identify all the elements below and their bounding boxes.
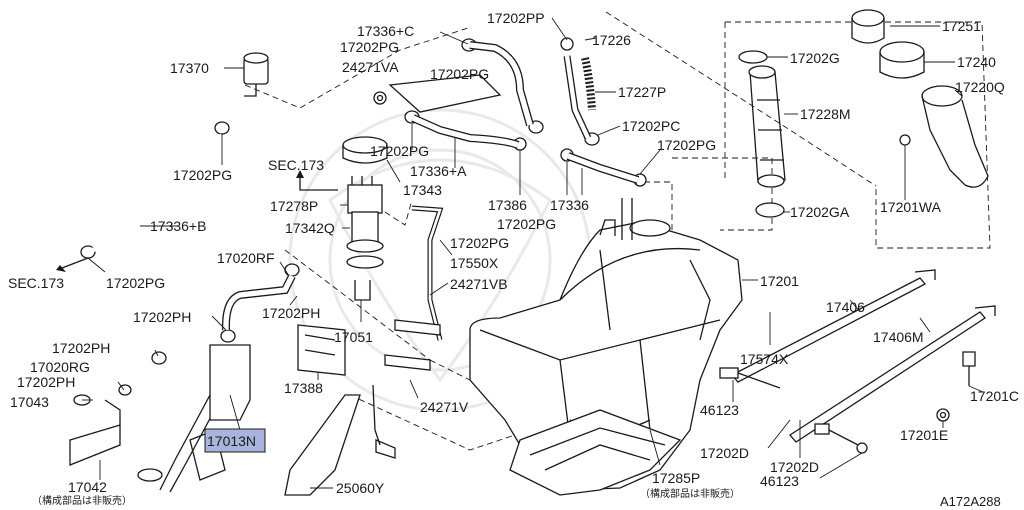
label-17336A[interactable]: 17336+A xyxy=(410,163,467,179)
label-17202PH-c[interactable]: 17202PH xyxy=(52,340,110,356)
fuel-gauge-sender xyxy=(69,344,251,482)
fuel-filter-17370 xyxy=(243,52,269,97)
label-25060Y[interactable]: 25060Y xyxy=(336,480,385,496)
label-17343[interactable]: 17343 xyxy=(403,182,442,198)
label-17202PG-a[interactable]: 17202PG xyxy=(340,39,399,55)
highlight-box xyxy=(204,428,266,453)
label-17574X[interactable]: 17574X xyxy=(740,351,789,367)
label-17202PH-d[interactable]: 17202PH xyxy=(17,374,75,390)
label-17201[interactable]: 17201 xyxy=(760,273,799,289)
label-17336[interactable]: 17336 xyxy=(550,197,589,213)
tank-protector-17285P xyxy=(509,409,682,496)
label-17226[interactable]: 17226 xyxy=(592,32,631,48)
label-17251[interactable]: 17251 xyxy=(942,18,981,34)
section-arrows xyxy=(56,170,338,272)
label-17201E[interactable]: 17201E xyxy=(900,427,948,443)
diagram-reference-code: A172A288 xyxy=(940,494,1001,509)
note-not-sold-separately-b: （構成部品は非販売） xyxy=(640,487,740,500)
label-17043[interactable]: 17043 xyxy=(10,394,49,410)
label-17013N[interactable]: 17013N xyxy=(207,433,256,449)
label-17550X[interactable]: 17550X xyxy=(450,255,499,271)
label-24271VA[interactable]: 24271VA xyxy=(342,59,399,75)
label-17020RG[interactable]: 17020RG xyxy=(30,359,90,375)
label-17388[interactable]: 17388 xyxy=(284,380,323,396)
label-17202G[interactable]: 17202G xyxy=(790,50,840,66)
label-17228M[interactable]: 17228M xyxy=(800,106,851,122)
label-17202PG-e[interactable]: 17202PG xyxy=(173,167,232,183)
label-17336B[interactable]: 17336+B xyxy=(150,218,206,234)
fuel-pump-assembly xyxy=(342,136,388,301)
part-labels: 17336+C 17202PP 17251 17202PG 17226 1737… xyxy=(8,10,1019,509)
label-17240[interactable]: 17240 xyxy=(957,54,996,70)
label-sec173-a[interactable]: SEC.173 xyxy=(268,157,324,173)
label-17406M[interactable]: 17406M xyxy=(873,329,924,345)
label-17202PG-d[interactable]: 17202PG xyxy=(370,143,429,159)
bolts xyxy=(936,351,976,422)
label-17201WA[interactable]: 17201WA xyxy=(880,199,942,215)
label-17285P[interactable]: 17285P xyxy=(652,470,700,486)
label-17201C[interactable]: 17201C xyxy=(970,388,1019,404)
label-17278P[interactable]: 17278P xyxy=(270,198,318,214)
label-17202PH-b[interactable]: 17202PH xyxy=(262,305,320,321)
note-not-sold-separately-a: （構成部品は非販売） xyxy=(32,494,132,507)
label-17051[interactable]: 17051 xyxy=(334,329,373,345)
label-17386[interactable]: 17386 xyxy=(488,197,527,213)
label-46123-a[interactable]: 46123 xyxy=(700,402,739,418)
label-24271VB[interactable]: 24271VB xyxy=(450,276,508,292)
fuel-hoses xyxy=(89,41,640,493)
leader-lines xyxy=(82,17,984,489)
label-17202PG-g[interactable]: 17202PG xyxy=(450,235,509,251)
label-17227P[interactable]: 17227P xyxy=(618,84,666,100)
label-17042[interactable]: 17042 xyxy=(68,479,107,495)
label-17370[interactable]: 17370 xyxy=(170,60,209,76)
label-17202D-a[interactable]: 17202D xyxy=(700,445,749,461)
label-17202PP[interactable]: 17202PP xyxy=(487,10,545,26)
label-17202D-b[interactable]: 17202D xyxy=(770,459,819,475)
label-17202PG-h[interactable]: 17202PG xyxy=(106,275,165,291)
label-17020RF[interactable]: 17020RF xyxy=(217,250,275,266)
brackets-and-protectors xyxy=(284,74,502,496)
label-17202PG-c[interactable]: 17202PG xyxy=(657,137,716,153)
label-sec173-b[interactable]: SEC.173 xyxy=(8,275,64,291)
label-24271V[interactable]: 24271V xyxy=(420,399,469,415)
label-17202PG-b[interactable]: 17202PG xyxy=(430,66,489,82)
label-17202PG-f[interactable]: 17202PG xyxy=(497,216,556,232)
label-17220Q[interactable]: 17220Q xyxy=(955,79,1005,95)
tank-straps xyxy=(719,269,996,454)
label-46123-b[interactable]: 46123 xyxy=(760,473,799,489)
label-17336C[interactable]: 17336+C xyxy=(357,23,414,39)
label-17202GA[interactable]: 17202GA xyxy=(790,204,850,220)
filler-neck-assembly xyxy=(748,9,989,188)
label-17202PH-a[interactable]: 17202PH xyxy=(133,309,191,325)
fuel-tank-17201 xyxy=(469,198,743,491)
label-17342Q[interactable]: 17342Q xyxy=(285,220,335,236)
label-17406[interactable]: 17406 xyxy=(826,299,865,315)
label-17202PC[interactable]: 17202PC xyxy=(622,118,680,134)
